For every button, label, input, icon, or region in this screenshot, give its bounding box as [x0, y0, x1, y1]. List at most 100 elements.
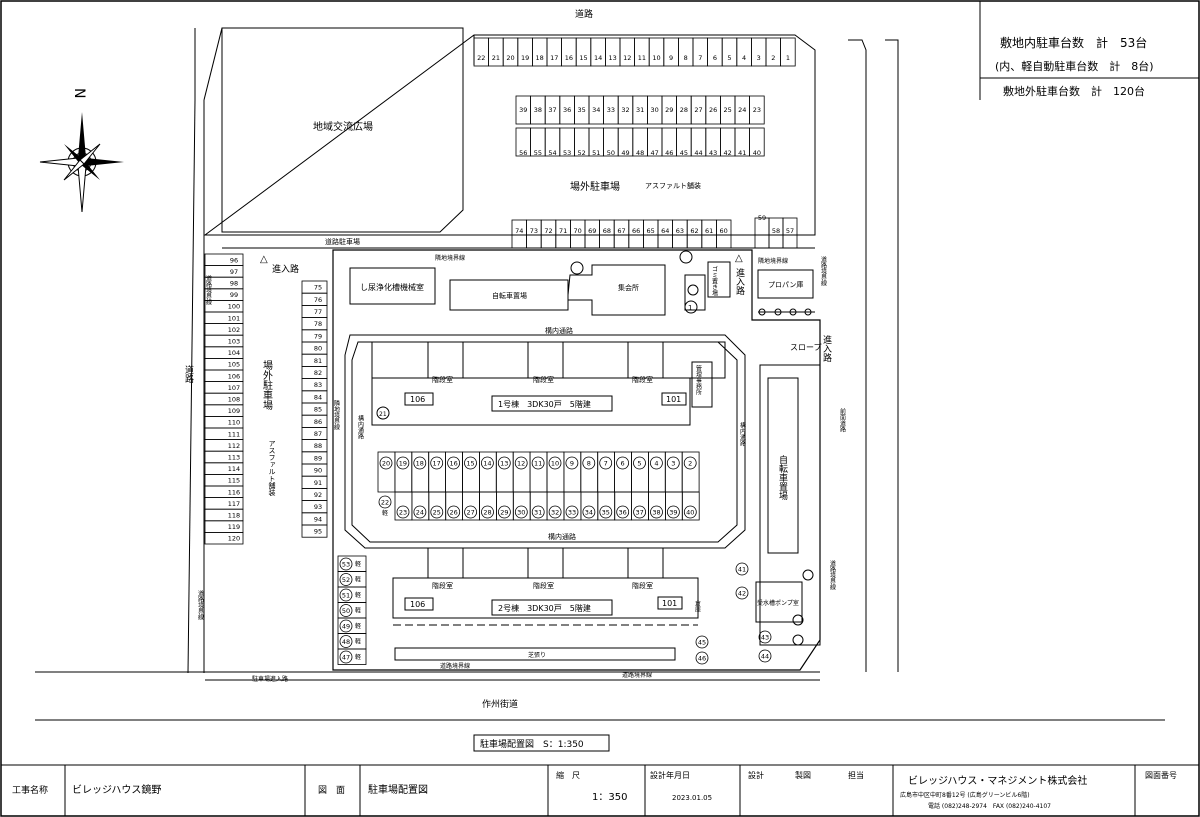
stall-number: 52: [342, 576, 350, 584]
stall-number: 6: [621, 460, 625, 468]
stall-number: 50: [607, 149, 615, 157]
stall-number: 39: [519, 106, 527, 114]
stall-number: 26: [709, 106, 717, 114]
stall-circle: [616, 456, 629, 470]
stall-number: 41: [738, 566, 746, 574]
stall-circle: [531, 456, 545, 470]
stall-number: 24: [738, 106, 746, 114]
stall-circle: [514, 456, 528, 470]
stall-number: 18: [416, 460, 424, 468]
design-label: 設計: [748, 770, 764, 780]
garbage-area: [707, 261, 731, 298]
stall-number: 31: [534, 509, 542, 517]
stall-number: 20: [506, 54, 514, 62]
stall-number: 69: [588, 227, 596, 235]
stall-number: 43: [709, 149, 717, 157]
stall-circle: [599, 456, 613, 470]
stall-number: 109: [228, 407, 240, 415]
scale-title: 駐車場配置図 S：1:350: [480, 738, 584, 750]
summary-line1: 敷地内駐車台数 計 53台: [1000, 35, 1147, 50]
stall-number: 81: [314, 357, 322, 365]
front-road-label: 前面道路: [839, 407, 846, 433]
stall-number: 38: [652, 509, 660, 517]
garbage-label: ゴミ置き場: [711, 265, 718, 297]
stall-number: 88: [314, 442, 322, 450]
stall-number: 7: [698, 54, 702, 62]
stall-number: 21: [492, 54, 500, 62]
stall-circle: [379, 456, 393, 470]
unit-101-b1: 101: [666, 395, 681, 404]
stall-number: 14: [594, 54, 602, 62]
pump-room-label: 受水槽ポンプ室: [757, 599, 799, 607]
stall-number: 60: [720, 227, 728, 235]
stall-circle: [481, 505, 494, 519]
stall-number: 2: [771, 54, 775, 62]
stall-number: 51: [342, 592, 350, 600]
lawn-strip: [394, 647, 676, 661]
parking-stall: [428, 451, 447, 493]
building-2-label: 2号棟 3DK30戸 5階建: [498, 603, 591, 613]
stall-number: 111: [228, 430, 240, 438]
stall-circle: [339, 635, 353, 648]
stall-number: 軽: [355, 622, 361, 630]
stall-number: 93: [314, 503, 322, 511]
stall-number: 17: [550, 54, 558, 62]
stall-number: 44: [694, 149, 702, 157]
stall-number: 96: [230, 256, 238, 264]
stairs-label-1c: 階段室: [632, 375, 653, 384]
stall-number: 106: [228, 372, 240, 380]
stall-number: 99: [230, 291, 238, 299]
drawing-name: 駐車場配置図: [368, 783, 428, 796]
stall-number: 55: [534, 149, 542, 157]
adjacent-boundary-label: 隣地境界線: [435, 254, 465, 262]
stall-number: 64: [661, 227, 669, 235]
stall-circle: [514, 505, 528, 519]
stall-number: 49: [342, 623, 350, 631]
stall-circle: [339, 573, 353, 586]
stall-number: 78: [314, 320, 322, 328]
stall-number: 11: [534, 460, 542, 468]
stall-number: 12: [623, 54, 631, 62]
stall-number: 11: [638, 54, 646, 62]
parking-stall: [631, 451, 649, 493]
stall-number: 66: [632, 227, 640, 235]
parking-stall: [377, 451, 396, 493]
inner-stall-21: 21: [379, 411, 387, 418]
plaza-label: 地域交流広場: [313, 120, 373, 133]
stall-number: 46: [698, 655, 706, 663]
stall-number: 24: [416, 509, 424, 517]
road-top-label: 道路: [575, 8, 593, 20]
stall-number: 48: [636, 149, 644, 157]
stall-number: 82: [314, 369, 322, 377]
parking-stall: [445, 451, 463, 493]
stall-number: 15: [579, 54, 587, 62]
parking-stall: [780, 37, 796, 67]
stall-number: 軽: [355, 591, 361, 599]
parking-stall: [749, 95, 765, 125]
road-boundary-left-label: 道路境界線: [205, 274, 212, 305]
plaza-area: [221, 27, 464, 233]
stall-number: 32: [551, 509, 559, 517]
stall-number: 59: [758, 214, 766, 222]
road-boundary-bottom-label: 道路境界線: [440, 662, 470, 670]
building-1: 階段室 階段室 階段室 106 1号棟 3DK30戸 5階建 101 管理事務所: [371, 341, 726, 426]
stall-number: 20: [382, 460, 390, 468]
stall-circle: [396, 456, 410, 470]
parking-stall: [580, 451, 599, 493]
stall-number: 1: [786, 54, 790, 62]
stall-number: 72: [544, 227, 552, 235]
stall-number: 37: [635, 509, 643, 517]
stall-number: 19: [399, 460, 407, 468]
mgmt-office-label: 管理事務所: [695, 364, 702, 396]
stall-number: 17: [433, 460, 441, 468]
stall-circle: [447, 456, 461, 470]
bicycle-big-label: 自転車置場: [777, 454, 788, 501]
stall-number: 62: [690, 227, 698, 235]
propane-label: プロパン庫: [768, 280, 803, 289]
stall-number: 73: [530, 227, 538, 235]
stall-number: 45: [698, 639, 706, 647]
